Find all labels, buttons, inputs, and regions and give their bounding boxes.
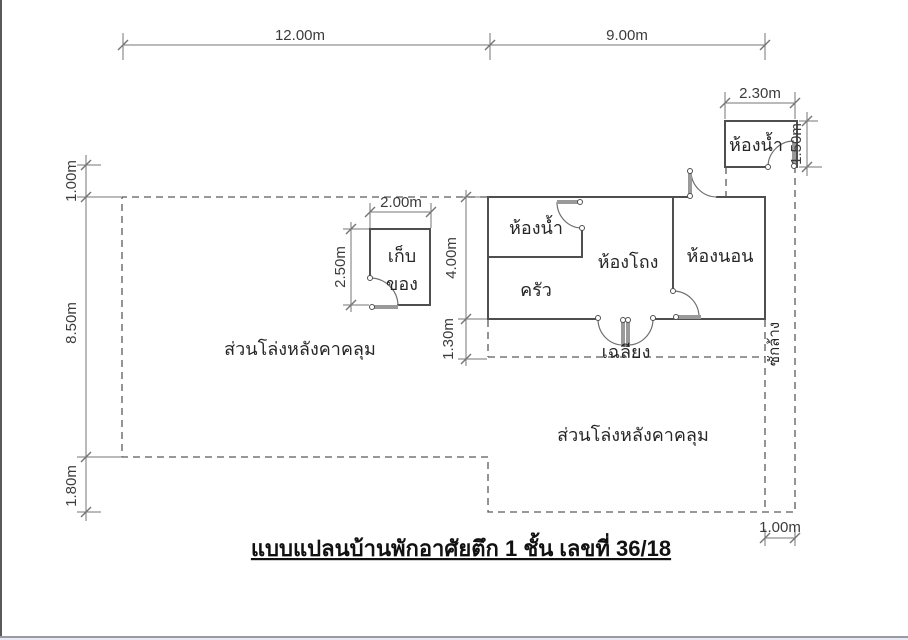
page-bottom-rule [0, 636, 908, 638]
label-bedroom: ห้องนอน [687, 246, 754, 266]
label-washing-area: ซักล้าง [766, 322, 783, 366]
label-kitchen: ครัว [520, 280, 552, 300]
dim-outer-bath-depth: 1.50m [788, 123, 805, 165]
label-open-area-left: ส่วนโล่งหลังคาคลุม [224, 338, 376, 360]
label-outer-bathroom: ห้องน้ำ [729, 132, 783, 155]
walls [369, 120, 798, 320]
door-leaves [371, 142, 796, 347]
dim-top-left-span: 12.00m [275, 27, 325, 44]
dim-top-right-span: 9.00m [606, 27, 648, 44]
dim-house-depth: 4.00m [443, 237, 460, 279]
label-inner-bathroom: ห้องน้ำ [509, 215, 563, 238]
room-labels: ห้องน้ำ ห้องน้ำ ครัว ห้องโถง ห้องนอน เก็… [224, 132, 783, 446]
dim-left-top: 1.00m [63, 160, 80, 202]
label-storage-line1: เก็บ [388, 244, 416, 266]
label-storage-line2: ของ [386, 274, 418, 294]
dim-storage-depth: 2.50m [332, 246, 349, 288]
dim-storage-width: 2.00m [380, 194, 422, 211]
label-hall: ห้องโถง [598, 251, 659, 272]
label-porch: เฉลียง [602, 342, 651, 362]
dimension-lines [77, 33, 822, 546]
door-swing-arcs [369, 140, 795, 346]
dim-porch-depth: 1.30m [440, 318, 457, 360]
page-left-border [0, 0, 2, 637]
page-bottom-strip [0, 638, 908, 640]
dim-outer-bath-width: 2.30m [739, 85, 781, 102]
dim-left-bottom: 1.80m [63, 465, 80, 507]
dimension-labels: 12.00m 9.00m 2.30m 1.50m 1.00m 8.50m 1.8… [63, 27, 805, 536]
label-open-area-right: ส่วนโล่งหลังคาคลุม [557, 424, 709, 446]
plan-title: แบบแปลนบ้านพักอาศัยตึก 1 ชั้น เลขที่ 36/… [251, 532, 671, 561]
dim-left-middle: 8.50m [63, 302, 80, 344]
dim-washing-width: 1.00m [759, 519, 801, 536]
covered-area-dashed-boundary [121, 167, 796, 513]
door-hinge-points [367, 163, 797, 323]
